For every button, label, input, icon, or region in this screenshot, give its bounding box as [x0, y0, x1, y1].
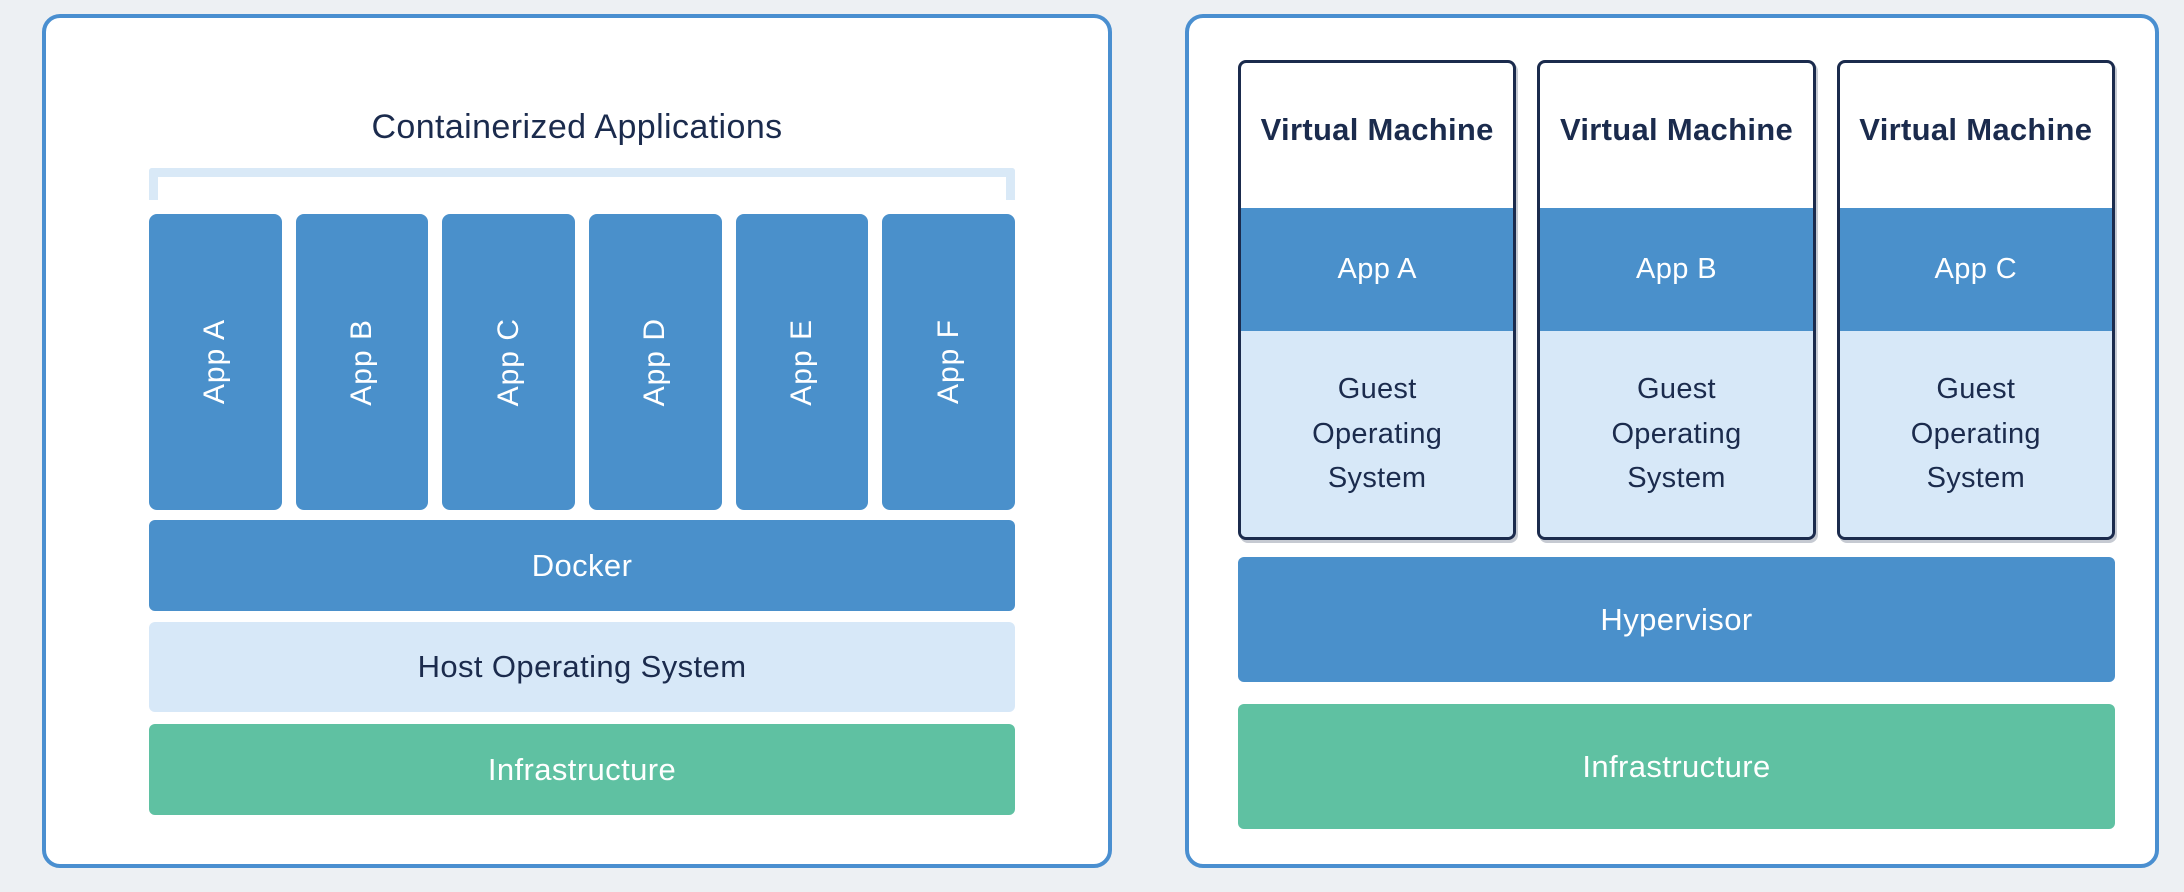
app-container-block: App B — [295, 214, 429, 510]
containers-panel-title: Containerized Applications — [371, 108, 783, 147]
container-group-bracket — [149, 168, 1015, 200]
vm-box: Virtual Machine App C Guest Operating Sy… — [1836, 60, 2115, 540]
vm-title: Virtual Machine — [1260, 111, 1494, 147]
vm-guest-os-layer: Guest Operating System — [1540, 331, 1813, 537]
vm-title: Virtual Machine — [1859, 111, 2093, 147]
app-container-block: App A — [149, 214, 282, 510]
infrastructure-layer: Infrastructure — [149, 724, 1015, 815]
vm-guest-os-label: Guest Operating System — [1312, 372, 1443, 495]
app-container-label: App A — [198, 319, 232, 405]
vm-guest-os-label: Guest Operating System — [1611, 372, 1742, 495]
app-container-label: App F — [931, 319, 965, 405]
vm-guest-os-label: Guest Operating System — [1910, 372, 2041, 495]
app-container-block: App F — [882, 214, 1016, 510]
vm-row: Virtual Machine App A Guest Operating Sy… — [1238, 60, 2115, 540]
app-container-label: App D — [638, 317, 672, 407]
app-container-block: App C — [442, 214, 576, 510]
vm-guest-os-layer: Guest Operating System — [1839, 331, 2112, 537]
vm-app-layer: App C — [1839, 208, 2112, 331]
app-container-block: App D — [589, 214, 722, 510]
vm-box: Virtual Machine App A Guest Operating Sy… — [1238, 60, 1517, 540]
vms-panel: Virtual Machine App A Guest Operating Sy… — [1185, 14, 2159, 868]
vm-title: Virtual Machine — [1559, 111, 1794, 147]
docker-layer: Docker — [149, 520, 1015, 611]
vm-box: Virtual Machine App B Guest Operating Sy… — [1537, 60, 1816, 540]
container-apps-row: App A App B App C App D App E App F — [149, 214, 1016, 510]
containers-panel: Containerized Applications App A App B A… — [42, 14, 1112, 868]
app-container-block: App E — [735, 214, 869, 510]
vm-app-layer: App B — [1540, 208, 1813, 331]
app-container-label: App B — [345, 318, 378, 406]
host-os-layer: Host Operating System — [149, 622, 1015, 712]
vm-infrastructure-layer: Infrastructure — [1238, 704, 2115, 829]
hypervisor-layer: Hypervisor — [1238, 557, 2115, 682]
vm-app-layer: App A — [1241, 208, 1514, 331]
app-container-label: App C — [491, 317, 525, 407]
vm-guest-os-layer: Guest Operating System — [1241, 331, 1514, 537]
app-container-label: App E — [785, 318, 819, 406]
